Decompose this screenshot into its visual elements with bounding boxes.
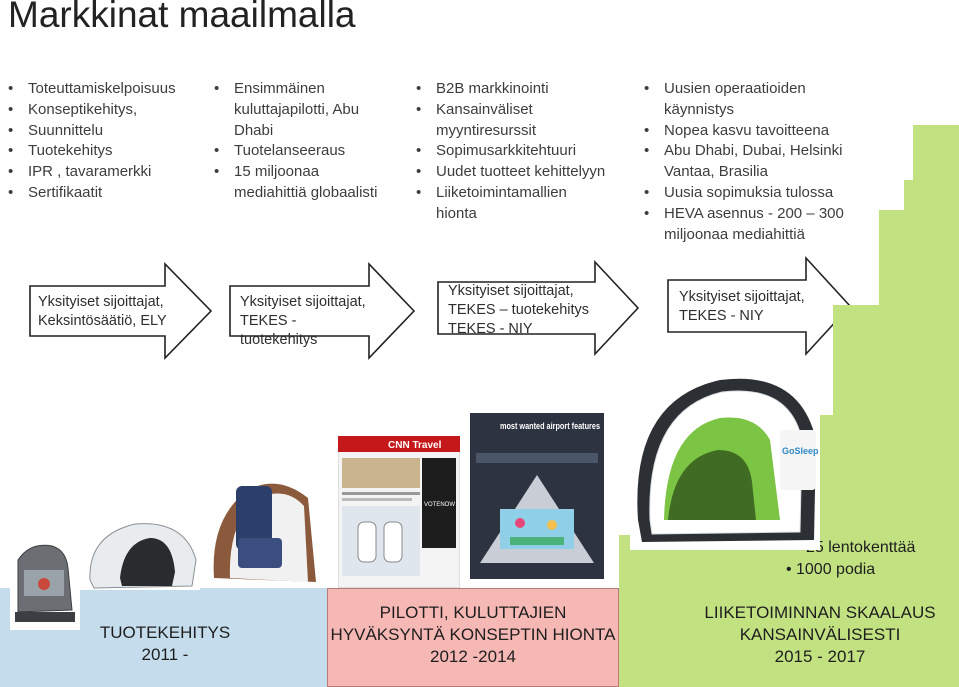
arrow-shape-3 xyxy=(437,259,640,357)
list-item: Sertifikaatit xyxy=(8,183,198,204)
list-item: 1000 podia xyxy=(786,559,915,581)
arrow-line: Keksintösäätiö, ELY xyxy=(38,313,167,329)
stair-line: PILOTTI, KULUTTAJIEN xyxy=(379,603,567,622)
gosleep-pod-image: GoSleep xyxy=(630,370,820,550)
stair-label-2: PILOTTI, KULUTTAJIEN HYVÄKSYNTÄ KONSEPTI… xyxy=(327,602,619,668)
arrow-shape-4 xyxy=(667,255,852,357)
arrow-line: Yksityiset sijoittajat, xyxy=(448,283,574,299)
page-title: Markkinat maailmalla xyxy=(8,0,356,35)
list-item: IPR , tavaramerkki xyxy=(8,162,198,183)
cnn-side-label: VOTENOW xyxy=(424,502,455,508)
list-item: Tuotekehitys xyxy=(8,141,198,162)
column-2-list: Ensimmäinen kuluttajapilotti, Abu Dhabi … xyxy=(214,79,394,204)
stair-line: LIIKETOIMINNAN SKAALAUS xyxy=(704,603,936,622)
stair-label-1: TUOTEKEHITYS 2011 - xyxy=(60,622,270,666)
list-item: Suunnittelu xyxy=(8,121,198,142)
stair-line: KANSAINVÄLISESTI xyxy=(739,625,901,644)
arrow-shape-1 xyxy=(29,262,213,360)
column-3-list: B2B markkinointi Kansainväliset myyntire… xyxy=(416,79,606,225)
cnn-logo: CNN Travel xyxy=(388,440,442,451)
column-4-list: Uusien operaatioiden käynnistys Nopea ka… xyxy=(644,79,864,245)
arrow-shape-2 xyxy=(229,262,416,360)
arrow-label-4: Yksityiset sijoittajat, TEKES - NIY xyxy=(679,288,814,326)
list-item: Abu Dhabi, Dubai, Helsinki Vantaa, Brasi… xyxy=(644,141,864,183)
list-item: Kansainväliset myyntiresurssit xyxy=(416,100,606,142)
stair-label-3: LIIKETOIMINNAN SKAALAUS KANSAINVÄLISESTI… xyxy=(690,602,950,668)
arrow-line: TEKES - NIY xyxy=(448,321,533,337)
list-item: Tuotelanseeraus xyxy=(214,141,394,162)
pod-brand: GoSleep xyxy=(782,446,819,456)
arrow-label-2: Yksityiset sijoittajat, TEKES - tuotekeh… xyxy=(240,293,375,350)
stair-step-2 xyxy=(327,588,619,687)
cnn-article-image: CNN Travel VOTENOW xyxy=(338,436,460,588)
list-item: Liiketoimintamallien hionta xyxy=(416,183,606,225)
arrow-line: TEKES – tuotekehitys xyxy=(448,302,590,318)
white-pod-chair-image xyxy=(80,520,200,590)
arrow-line: TEKES - tuotekehitys xyxy=(240,313,318,348)
stair-line: TUOTEKEHITYS xyxy=(99,623,231,642)
list-item: B2B markkinointi xyxy=(416,79,606,100)
stair-line: 2011 - xyxy=(141,645,189,664)
stair-line: 2015 - 2017 xyxy=(774,647,866,666)
arrow-line: TEKES - NIY xyxy=(679,308,764,324)
list-item: Nopea kasvu tavoitteena xyxy=(644,121,864,142)
reclining-pod-image xyxy=(208,478,320,588)
list-item: Uudet tuotteet kehittelyyn xyxy=(416,162,606,183)
arrow-line: Yksityiset sijoittajat, xyxy=(240,294,366,310)
list-item: 15 miljoonaa mediahittiä globaalisti xyxy=(214,162,394,204)
stair-line: 2012 -2014 xyxy=(429,647,517,666)
column-1-list: Toteuttamiskelpoisuus Konseptikehitys, S… xyxy=(8,79,198,204)
magazine-headline: most wanted airport features xyxy=(500,421,600,431)
arrow-line: Yksityiset sijoittajat, xyxy=(679,289,805,305)
list-item: Sopimusarkkitehtuuri xyxy=(416,141,606,162)
stair-bullets: 25 lentokenttää 1000 podia xyxy=(786,537,915,581)
stair-line: HYVÄKSYNTÄ KONSEPTIN HIONTA xyxy=(330,625,616,644)
list-item: Uusien operaatioiden käynnistys xyxy=(644,79,864,121)
arrow-label-1: Yksityiset sijoittajat, Keksintösäätiö, … xyxy=(38,293,173,331)
list-item: HEVA asennus - 200 – 300 miljoonaa media… xyxy=(644,204,864,246)
list-item: Ensimmäinen kuluttajapilotti, Abu Dhabi xyxy=(214,79,394,141)
arrow-label-3: Yksityiset sijoittajat, TEKES – tuotekeh… xyxy=(448,282,598,339)
list-item: Uusia sopimuksia tulossa xyxy=(644,183,864,204)
airport-features-magazine-image: most wanted airport features xyxy=(470,413,604,579)
arrow-line: Yksityiset sijoittajat, xyxy=(38,294,164,310)
list-item: Konseptikehitys, xyxy=(8,100,198,121)
prototype-chair-image xyxy=(10,540,80,630)
list-item: Toteuttamiskelpoisuus xyxy=(8,79,198,100)
